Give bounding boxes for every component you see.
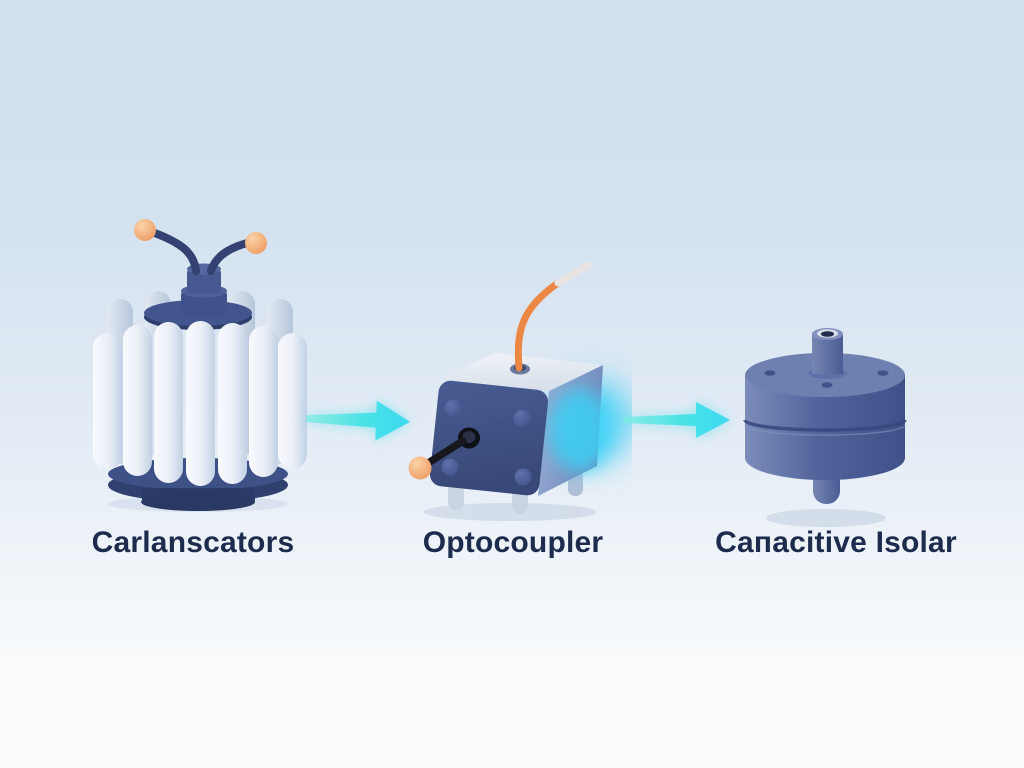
isolator-shadow: [766, 509, 886, 527]
isolator-top-stub: [808, 328, 847, 379]
led-glow: [548, 388, 612, 472]
black-wire: [421, 437, 467, 469]
label-capacitive-isolator: Caпacitive Isolar: [715, 526, 957, 559]
capacitive-isolator-illustration: [743, 328, 907, 527]
flow-arrow-right-icon: [305, 400, 411, 441]
capacitor-front-ribs: [93, 321, 307, 486]
label-capacitor-bank: Carlanscators: [91, 526, 295, 559]
orange-wire: [514, 279, 562, 372]
black-wire-tip: [408, 456, 432, 480]
isolator-drum-body: [745, 375, 905, 480]
isolator-rivets: [764, 370, 889, 388]
label-optocoupler: Optocoupler: [422, 526, 604, 559]
capacitor-lead-tip-right: [245, 232, 267, 254]
isolator-groove: [743, 419, 907, 432]
flow-arrow-right-icon: [623, 402, 730, 438]
capacitor-bank-illustration: [93, 219, 307, 512]
capacitor-terminal: [181, 263, 227, 317]
capacitor-lead-tip-left: [134, 219, 156, 241]
capacitor-pedestal: [141, 488, 255, 511]
optocoupler-illustration: [408, 261, 632, 521]
orange-wire-tip: [554, 261, 593, 287]
optocoupler-shadow: [424, 503, 596, 521]
optocoupler-pins: [441, 399, 532, 486]
isolator-groove-highlight: [744, 424, 906, 436]
